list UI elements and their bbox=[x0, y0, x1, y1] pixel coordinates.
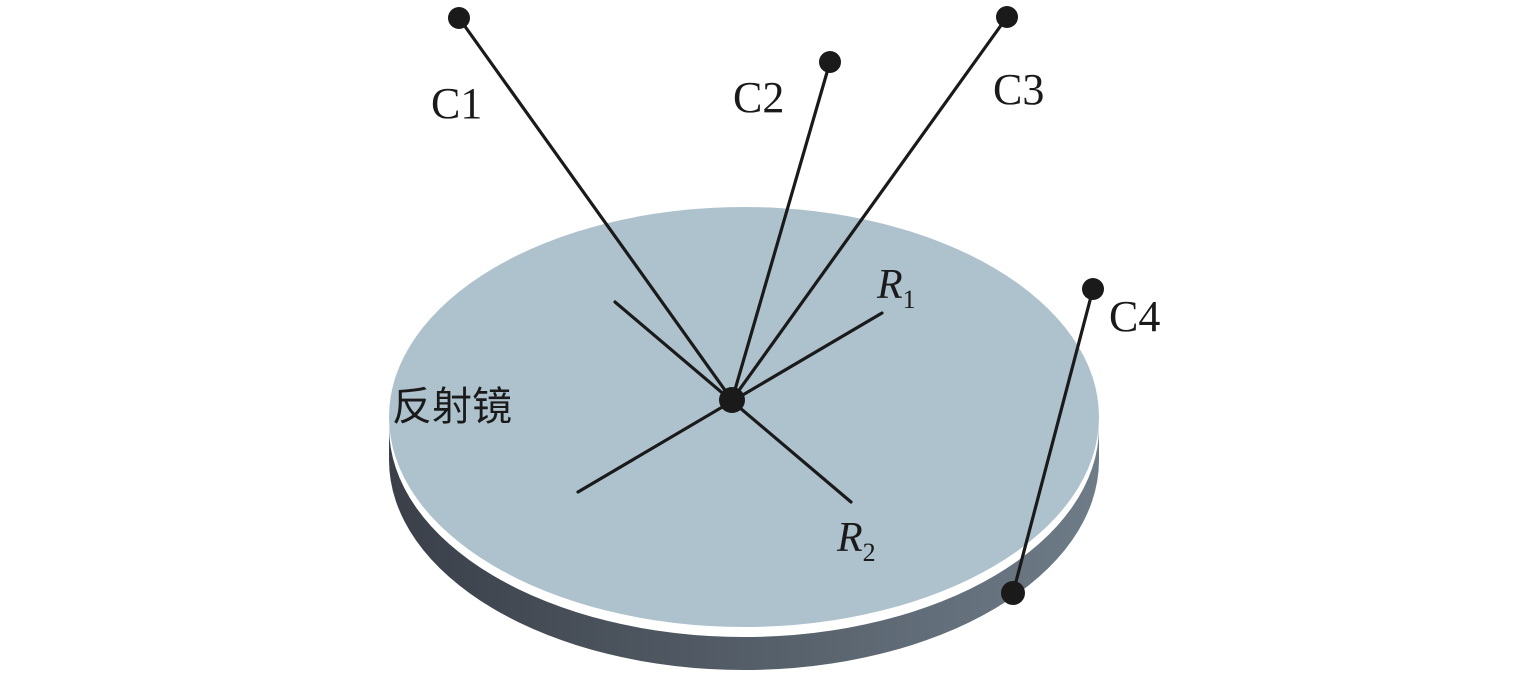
camera-c2-point bbox=[819, 51, 841, 73]
camera-c2-label: C2 bbox=[733, 73, 784, 122]
camera-c3-point bbox=[996, 6, 1018, 28]
camera-c1-label: C1 bbox=[431, 79, 482, 128]
camera-c4-point bbox=[1082, 278, 1104, 300]
mirror-side bbox=[389, 427, 1099, 670]
ray-c4 bbox=[1011, 287, 1095, 595]
rim-point bbox=[1001, 581, 1025, 605]
center-point bbox=[719, 387, 745, 413]
axis-r1-subscript: 1 bbox=[903, 285, 916, 314]
axis-r2-subscript: 2 bbox=[863, 538, 876, 567]
camera-c1-point bbox=[448, 7, 470, 29]
mirror-label: 反射镜 bbox=[392, 384, 512, 430]
ray-c1 bbox=[457, 16, 734, 402]
ray-c2 bbox=[730, 60, 832, 402]
axis-r2-label: R2 bbox=[836, 515, 876, 567]
mirror-top bbox=[389, 207, 1099, 627]
mirror-disk bbox=[389, 207, 1099, 670]
axis-r1-label: R1 bbox=[876, 262, 916, 314]
camera-c4-label: C4 bbox=[1109, 292, 1160, 341]
axis-r2-symbol: R bbox=[836, 515, 863, 561]
axis-r1-symbol: R bbox=[876, 262, 903, 308]
camera-c3-label: C3 bbox=[993, 65, 1044, 114]
ray-c3 bbox=[730, 15, 1009, 402]
